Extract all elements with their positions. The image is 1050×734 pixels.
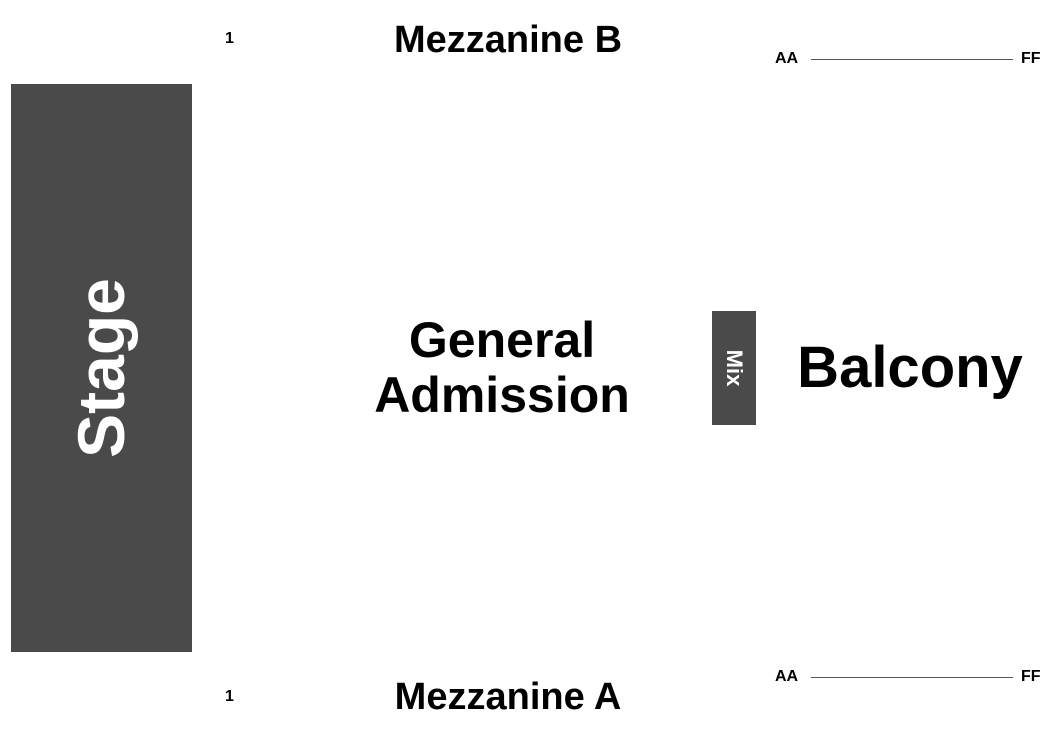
section-mezzanine-a[interactable]: Mezzanine A: [394, 676, 622, 718]
mezzanine-a-row-marker: 1: [225, 688, 234, 705]
mezzanine-b-row-marker: 1: [225, 30, 234, 47]
section-balcony[interactable]: Balcony: [797, 335, 1023, 400]
balcony-top-row-end: FF: [1021, 50, 1041, 67]
stage-label: Stage: [64, 278, 138, 458]
section-mezzanine-b[interactable]: Mezzanine B: [393, 19, 623, 61]
mix-label: Mix: [722, 349, 747, 387]
balcony-bottom-row-range-line: [811, 677, 1013, 678]
general-admission-line-2: Admission: [374, 367, 630, 423]
balcony-bottom-row-start: AA: [775, 668, 799, 685]
mix-position-block: [712, 311, 756, 425]
balcony-bottom-row-end: FF: [1021, 668, 1041, 685]
section-general-admission[interactable]: General Admission: [374, 313, 630, 423]
general-admission-line-1: General: [408, 312, 596, 368]
balcony-top-row-range-line: [811, 59, 1013, 60]
stage-block: [11, 84, 192, 652]
balcony-top-row-start: AA: [775, 50, 799, 67]
